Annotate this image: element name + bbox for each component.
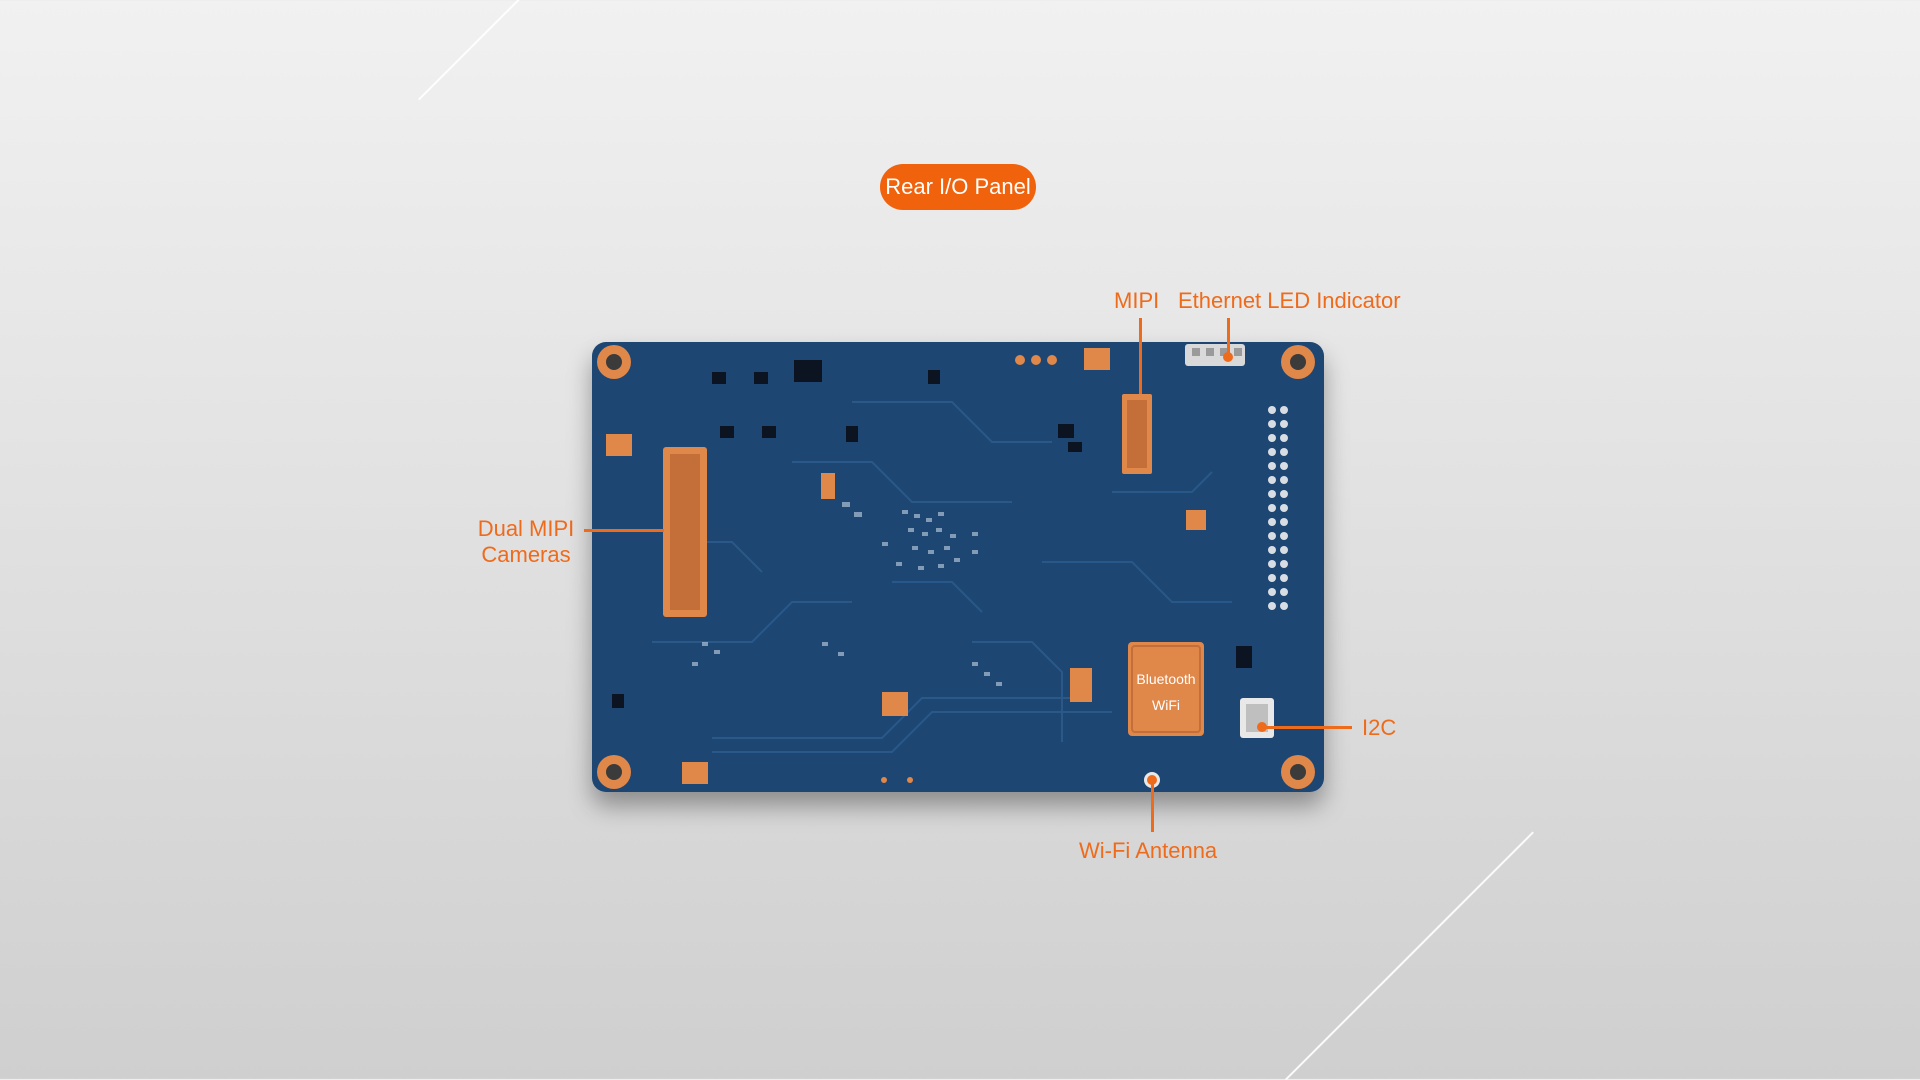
callout-dual-mipi-line1: Dual MIPI <box>477 516 575 541</box>
title-badge: Rear I/O Panel <box>880 164 1036 210</box>
callout-i2c: I2C <box>1362 715 1397 740</box>
callout-dual-mipi: Dual MIPI Cameras <box>466 516 586 568</box>
module-label-line2: WiFi <box>1152 697 1180 713</box>
callout-ethernet-led: Ethernet LED Indicator <box>1178 288 1401 313</box>
mounting-holes <box>597 345 1315 789</box>
callout-wifi-antenna: Wi-Fi Antenna <box>1079 838 1218 863</box>
wifi-antenna-leader-dot <box>1147 775 1157 785</box>
callout-mipi: MIPI <box>1114 288 1160 313</box>
ethernet-leader-line <box>1227 318 1230 356</box>
i2c-leader-dot <box>1257 722 1267 732</box>
decorative-line-top <box>418 0 522 101</box>
bluetooth-wifi-module <box>1128 642 1204 736</box>
circuit-board: Bluetooth WiFi <box>592 342 1324 792</box>
pin-header <box>1268 406 1288 610</box>
i2c-leader-line <box>1264 726 1352 729</box>
ethernet-leader-dot <box>1223 352 1233 362</box>
dual-mipi-leader-line <box>584 529 664 532</box>
board-graphic: Bluetooth WiFi <box>597 344 1315 789</box>
decorative-line-bottom <box>1285 831 1534 1080</box>
module-label-line1: Bluetooth <box>1136 671 1195 687</box>
wifi-antenna-leader-line <box>1151 780 1154 832</box>
callout-dual-mipi-line2: Cameras <box>481 542 571 567</box>
mipi-leader-line <box>1139 318 1142 394</box>
